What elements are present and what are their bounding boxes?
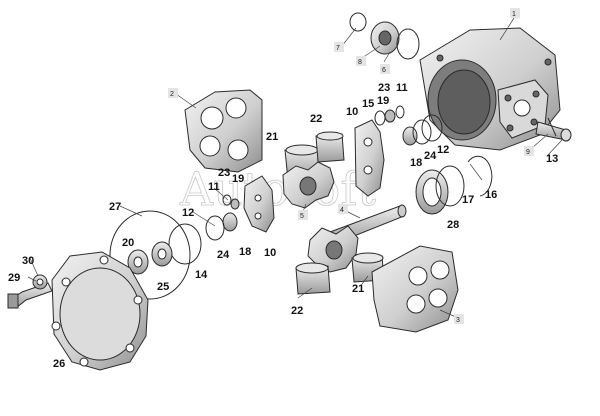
callout-18-upper: 18	[410, 157, 422, 169]
callout-21-upper: 21	[266, 131, 278, 143]
callout-11-lower: 11	[208, 181, 220, 193]
callout-23-upper: 23	[378, 82, 390, 94]
callout-4: 4	[340, 207, 344, 214]
callout-24-upper: 24	[424, 150, 437, 162]
part-pressure-plate-lower	[243, 175, 275, 233]
callout-23-lower: 23	[218, 167, 230, 179]
callout-19-lower: 19	[232, 173, 244, 185]
callout-10-lower: 10	[264, 247, 276, 259]
callout-27: 27	[109, 201, 121, 213]
callout-24-lower: 24	[217, 249, 230, 261]
part-small-rings-lower	[168, 194, 240, 265]
part-o-ring-large	[109, 210, 191, 300]
callout-20: 20	[122, 237, 134, 249]
callout-19-upper: 19	[377, 95, 389, 107]
part-bearing-block-right	[371, 245, 459, 333]
part-end-cover	[51, 251, 149, 371]
callout-14: 14	[195, 269, 208, 281]
callout-labels: 1 2 3 4 5 6 7 8 9 10 10 11 11 12 12 13 1…	[8, 8, 558, 370]
part-small-rings-upper	[374, 105, 405, 126]
part-shaft-stub	[535, 117, 572, 142]
part-washers	[127, 241, 173, 275]
callout-28: 28	[447, 219, 459, 231]
part-seal-rings	[415, 155, 493, 215]
callout-8: 8	[358, 59, 362, 66]
callout-11-upper: 11	[396, 82, 408, 94]
part-pressure-plate-upper	[354, 119, 385, 197]
callout-10-upper: 10	[346, 106, 358, 118]
callout-25: 25	[157, 281, 169, 293]
callout-7: 7	[336, 45, 340, 52]
part-bearing-top	[349, 12, 420, 60]
callout-9: 9	[526, 149, 530, 156]
part-bearing-block-left	[184, 89, 263, 173]
callout-22-upper: 22	[310, 113, 322, 125]
callout-16: 16	[485, 189, 497, 201]
callout-21-lower: 21	[352, 283, 364, 295]
callout-6: 6	[382, 67, 386, 74]
callout-26: 26	[53, 358, 65, 370]
part-bolt	[7, 274, 53, 309]
callout-30: 30	[22, 255, 34, 267]
callout-29: 29	[8, 272, 20, 284]
part-bushings-lower	[295, 252, 385, 295]
callout-18-lower: 18	[239, 246, 251, 258]
callout-12-lower: 12	[182, 207, 194, 219]
callout-15: 15	[362, 98, 374, 110]
part-gear-upper	[282, 161, 335, 209]
callout-12-upper: 12	[437, 144, 449, 156]
part-rings-mid	[402, 114, 443, 146]
callout-17: 17	[462, 194, 474, 206]
callout-22-lower: 22	[291, 305, 303, 317]
callout-2: 2	[170, 91, 174, 98]
leader-lines	[27, 17, 563, 319]
callout-13: 13	[546, 153, 558, 165]
callout-5: 5	[300, 213, 304, 220]
callout-3: 3	[456, 317, 460, 324]
callout-1: 1	[512, 11, 516, 18]
